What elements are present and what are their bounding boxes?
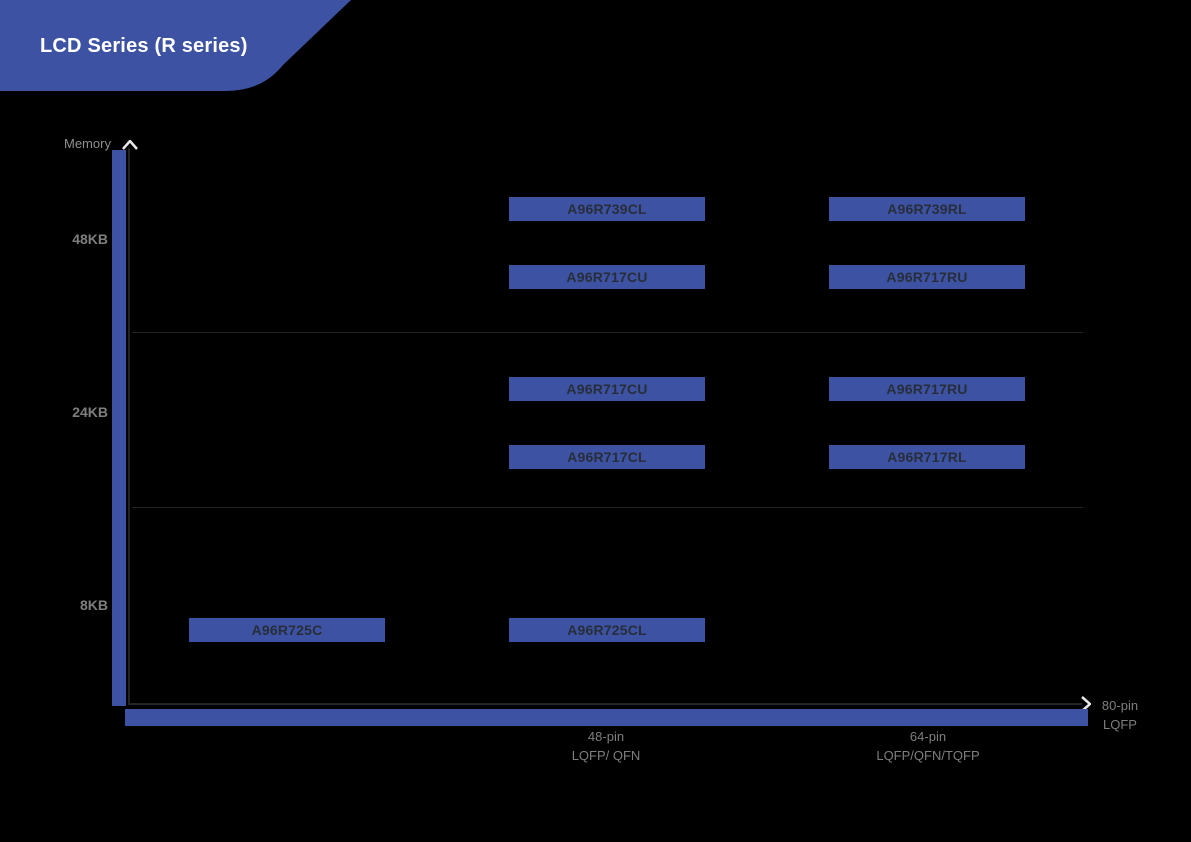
x-tick-64-pin: 64-pin LQFP/QFN/TQFP — [838, 727, 1018, 765]
product-box-a96r717cu-24kb: A96R717CU — [509, 377, 705, 401]
y-axis-blue-bar — [112, 150, 126, 706]
x-tick-48-pin-line1: 48-pin — [587, 729, 625, 744]
x-tick-64-pin-line2: LQFP/QFN/TQFP — [876, 748, 980, 763]
band-separator-24kb-8kb — [132, 507, 1083, 508]
product-box-a96r717rl: A96R717RL — [829, 445, 1025, 469]
band-separator-48kb-24kb — [132, 332, 1083, 333]
y-axis-label: Memory — [64, 136, 111, 151]
x-tick-48-pin-line2: LQFP/ QFN — [571, 748, 641, 763]
x-tick-80-pin: 80-pin LQFP — [1080, 696, 1160, 734]
y-axis-arrow-up-icon — [122, 140, 138, 150]
product-box-a96r739rl: A96R739RL — [829, 197, 1025, 221]
x-tick-80-pin-line1: 80-pin — [1101, 698, 1139, 713]
product-box-a96r717ru-24kb: A96R717RU — [829, 377, 1025, 401]
x-tick-64-pin-line1: 64-pin — [909, 729, 947, 744]
x-tick-80-pin-line2: LQFP — [1103, 717, 1137, 732]
x-axis-line — [128, 703, 1082, 705]
product-box-a96r725c: A96R725C — [189, 618, 385, 642]
y-tick-24kb: 24KB — [72, 404, 108, 420]
product-box-a96r717cl: A96R717CL — [509, 445, 705, 469]
y-axis-line — [128, 148, 130, 705]
product-box-a96r739cl: A96R739CL — [509, 197, 705, 221]
product-box-a96r717cu-48kb: A96R717CU — [509, 265, 705, 289]
page-title: LCD Series (R series) — [40, 35, 248, 57]
product-box-a96r725cl: A96R725CL — [509, 618, 705, 642]
x-tick-48-pin: 48-pin LQFP/ QFN — [516, 727, 696, 765]
header-banner-shape — [0, 0, 351, 91]
y-tick-8kb: 8KB — [79, 597, 108, 613]
x-axis-arrow-right-icon — [1081, 696, 1091, 712]
product-box-a96r717ru-48kb: A96R717RU — [829, 265, 1025, 289]
x-axis-blue-bar — [125, 709, 1088, 726]
y-tick-48kb: 48KB — [72, 231, 108, 247]
